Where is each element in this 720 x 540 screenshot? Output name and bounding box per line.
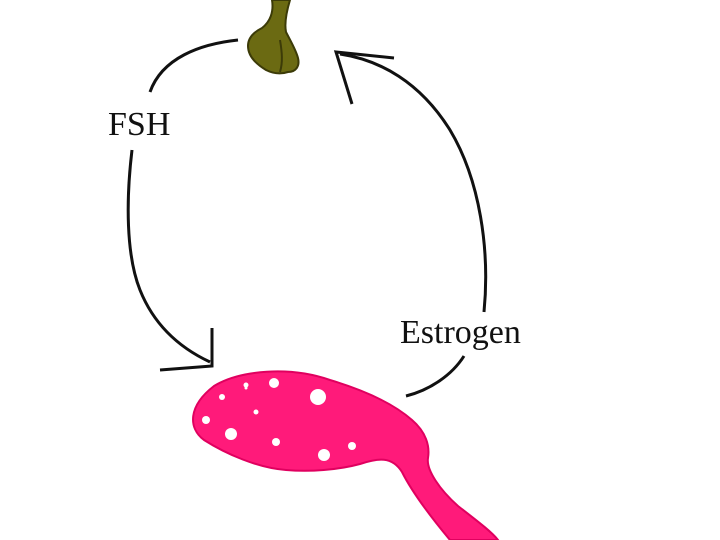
follicle — [348, 442, 356, 450]
ovary-shape — [192, 370, 500, 540]
arrow-ovary-to-estrogen — [405, 355, 466, 398]
follicle — [253, 409, 259, 415]
follicle — [202, 416, 210, 424]
follicle — [243, 382, 249, 388]
fsh-arrow-head — [159, 328, 214, 372]
arrow-fsh-to-ovary — [126, 149, 214, 372]
follicle — [225, 428, 237, 440]
follicle — [219, 394, 225, 400]
arrow-estrogen-to-pituitary — [333, 50, 488, 313]
follicle — [310, 389, 326, 405]
ovary — [192, 370, 500, 540]
fsh-arrow-line — [126, 149, 211, 364]
follicle — [318, 449, 330, 461]
estrogen-arrow-head — [333, 50, 395, 105]
estrogen-label: Estrogen — [400, 314, 521, 351]
fsh-label: FSH — [108, 106, 171, 143]
follicle — [272, 438, 280, 446]
estrogen-arrow-line — [339, 52, 488, 313]
follicle — [244, 386, 248, 390]
arrow-pituitary-to-fsh — [148, 38, 239, 93]
pituitary-gland — [246, 0, 300, 75]
pituitary-lobe-line — [279, 39, 283, 73]
follicle — [269, 378, 279, 388]
pituitary-shape — [246, 0, 300, 75]
